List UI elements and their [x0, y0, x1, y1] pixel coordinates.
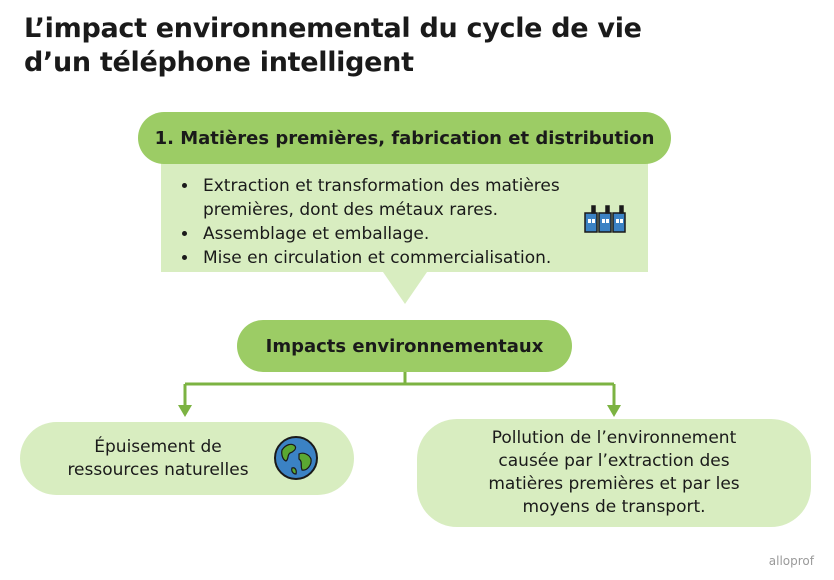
- step-bullet-2: Assemblage et emballage.: [199, 222, 648, 246]
- alloprof-logo: alloprof: [768, 554, 814, 568]
- step-header-pill: 1. Matières premières, fabrication et di…: [138, 112, 671, 164]
- step-bullet-3: Mise en circulation et commercialisation…: [199, 246, 648, 270]
- factory-icon: [584, 205, 626, 233]
- step-bullet-list: Extraction et transformation des matière…: [161, 174, 648, 270]
- right-arrowhead: [607, 405, 621, 417]
- impact-pollution: Pollution de l’environnement causée par …: [417, 419, 811, 527]
- impact-pollution-text: Pollution de l’environnement causée par …: [488, 428, 740, 517]
- earth-globe-icon: [274, 436, 318, 480]
- title-line-1: L’impact environnemental du cycle de vie: [24, 13, 642, 44]
- impact-resource-depletion-text: Épuisement de ressources naturelles: [67, 436, 249, 480]
- impacts-header-pill: Impacts environnementaux: [237, 320, 572, 372]
- box-pointer: [383, 272, 427, 304]
- step-details-box: Extraction et transformation des matière…: [161, 160, 648, 272]
- title-line-2: d’un téléphone intelligent: [24, 47, 414, 78]
- impacts-header-label: Impacts environnementaux: [265, 335, 544, 357]
- page-title: L’impact environnemental du cycle de vie…: [24, 12, 784, 80]
- left-arrowhead: [178, 405, 192, 417]
- step-bullet-1: Extraction et transformation des matière…: [199, 174, 648, 222]
- step-header-label: 1. Matières premières, fabrication et di…: [154, 127, 655, 149]
